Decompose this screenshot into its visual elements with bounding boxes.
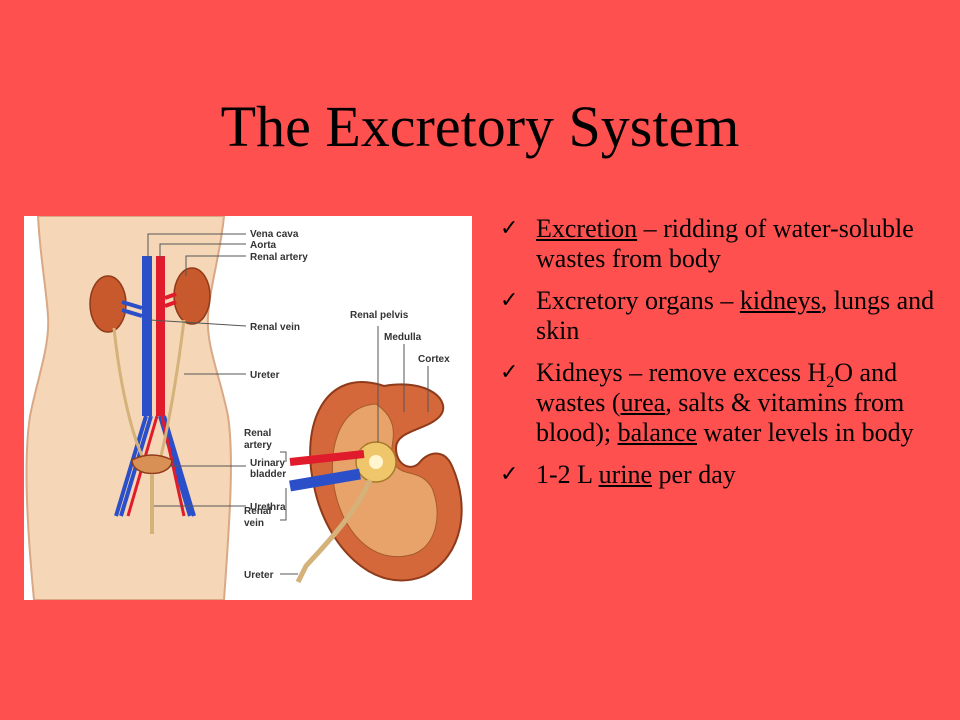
- bullet-text: – ridding of water-soluble wastes from b…: [536, 214, 914, 273]
- bullet-text: O and wastes (: [536, 358, 898, 417]
- checkmark-icon: ✓: [500, 360, 519, 385]
- left-kidney: [89, 275, 127, 333]
- term-urea: urea: [620, 388, 666, 417]
- label-ureter: Ureter: [250, 370, 280, 381]
- bullet-urine: ✓ 1-2 L urine per day: [496, 460, 936, 490]
- label-renal-artery: Renal artery: [250, 252, 308, 263]
- label-medulla: Medulla: [384, 332, 422, 343]
- anatomy-diagram: Vena cava Aorta Renal artery Renal vein …: [25, 216, 463, 600]
- label-cortex: Cortex: [418, 354, 450, 365]
- label-artery-2: artery: [244, 440, 272, 451]
- renal-vessels-left: [121, 300, 143, 318]
- slide-title: The Excretory System: [220, 94, 740, 159]
- bullet-text: Excretory organs –: [536, 286, 740, 315]
- urethra: [150, 474, 154, 534]
- bullet-text: , lungs and skin: [536, 286, 935, 345]
- bullet-text: water levels in body: [697, 418, 914, 447]
- checkmark-icon: ✓: [500, 462, 519, 487]
- term-urine: urine: [598, 460, 652, 489]
- label-bladder: bladder: [250, 469, 286, 480]
- bullet-excretion: ✓ Excretion – ridding of water-soluble w…: [496, 214, 936, 274]
- bullet-list: ✓ Excretion – ridding of water-soluble w…: [496, 214, 936, 502]
- checkmark-icon: ✓: [500, 288, 519, 313]
- bullet-text: per day: [652, 460, 736, 489]
- label-ureter-2: Ureter: [244, 570, 274, 581]
- term-excretion: Excretion: [536, 214, 638, 243]
- label-vein-3: vein: [244, 518, 264, 529]
- term-kidneys: kidneys: [739, 286, 821, 315]
- label-urinary: Urinary: [250, 458, 285, 469]
- bullet-text: 1-2 L: [536, 460, 599, 489]
- bullet-text: , salts & vitamins from blood);: [536, 388, 905, 447]
- urinary-bladder: [131, 454, 173, 475]
- kidney-ureter: [295, 478, 373, 584]
- renal-vessels-right: [164, 292, 177, 308]
- right-kidney: [173, 267, 211, 325]
- kidney-renal-artery: [289, 450, 365, 466]
- label-renal-pelvis: Renal pelvis: [350, 310, 409, 321]
- aorta: [156, 256, 165, 416]
- label-renal-vein: Renal vein: [250, 322, 300, 333]
- bullet-excretory-organs: ✓ Excretory organs – kidneys, lungs and …: [496, 286, 936, 346]
- checkmark-icon: ✓: [500, 216, 519, 241]
- bullet-kidneys: ✓ Kidneys – remove excess H2O and wastes…: [496, 358, 936, 448]
- vena-cava: [142, 256, 152, 416]
- label-renal-2: Renal: [244, 428, 271, 439]
- label-urethra: Urethra: [250, 502, 286, 513]
- label-renal-3: Renal: [244, 506, 271, 517]
- label-vena-cava: Vena cava: [250, 229, 299, 240]
- subscript-2: 2: [826, 374, 835, 392]
- ureters: [112, 319, 186, 461]
- label-aorta: Aorta: [250, 240, 277, 251]
- bullet-text: Kidneys – remove excess H: [536, 358, 827, 387]
- kidney-renal-vein: [289, 468, 361, 492]
- term-balance: balance: [617, 418, 697, 447]
- excretory-system-illustration: Vena cava Aorta Renal artery Renal vein …: [24, 216, 472, 600]
